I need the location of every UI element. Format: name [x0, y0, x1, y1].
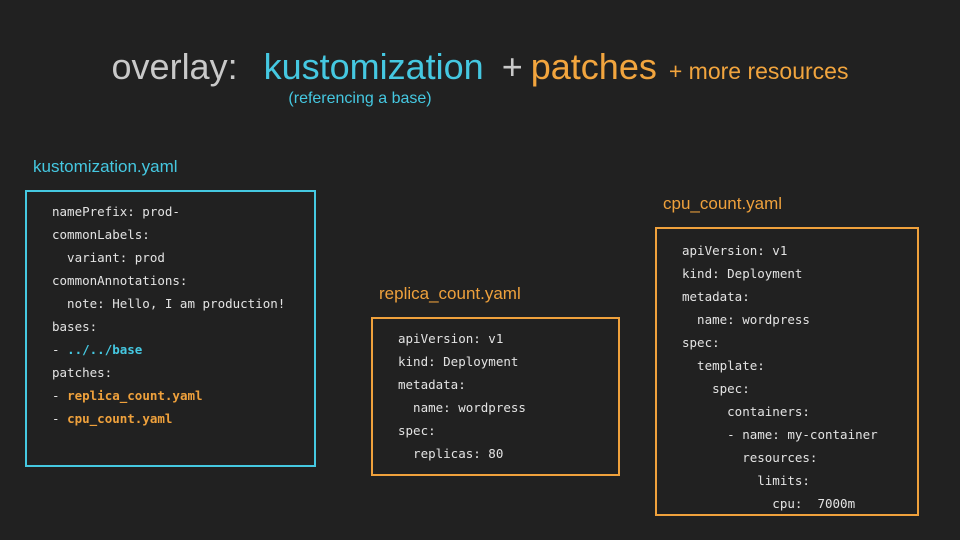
title-subtitle: (referencing a base): [288, 90, 432, 107]
code-line: template:: [682, 354, 911, 377]
code-token: name: wordpress: [682, 312, 810, 327]
code-token-orange-bold: cpu_count.yaml: [67, 411, 173, 426]
code-token: -: [52, 388, 68, 403]
code-token: note: Hello, I am production!: [52, 296, 286, 311]
code-token: kind: Deployment: [682, 266, 803, 281]
code-line: kind: Deployment: [398, 350, 612, 373]
slide-title: overlay: kustomization +patches + more res…: [0, 46, 960, 92]
code-token: metadata:: [682, 289, 750, 304]
code-token: template:: [682, 358, 765, 373]
code-line: - ../../base: [52, 338, 308, 361]
code-token: - name: my-container: [682, 427, 878, 442]
code-line: kind: Deployment: [682, 262, 911, 285]
panel-kustomization-yaml: kustomization.yaml namePrefix: prod-comm…: [25, 156, 316, 467]
code-line: patches:: [52, 361, 308, 384]
code-token: resources:: [682, 450, 818, 465]
code-line: bases:: [52, 315, 308, 338]
code-line: commonAnnotations:: [52, 269, 308, 292]
code-token: commonLabels:: [52, 227, 150, 242]
code-token: apiVersion: v1: [398, 331, 504, 346]
title-patches-term: patches: [530, 46, 657, 87]
code-line: containers:: [682, 400, 911, 423]
title-kustomization-term: kustomization: [263, 46, 484, 87]
code-token: spec:: [398, 423, 436, 438]
code-token: spec:: [682, 381, 750, 396]
code-token: patches:: [52, 365, 113, 380]
code-line: note: Hello, I am production!: [52, 292, 308, 315]
code-token: kind: Deployment: [398, 354, 519, 369]
code-token: name: wordpress: [398, 400, 526, 415]
title-overlay-label: overlay:: [111, 46, 238, 87]
title-plus-sign: +: [501, 46, 523, 87]
code-token: apiVersion: v1: [682, 243, 788, 258]
title-more-resources-term: + more resources: [668, 58, 849, 84]
code-token: namePrefix: prod-: [52, 204, 180, 219]
code-line: apiVersion: v1: [398, 327, 612, 350]
code-line: spec:: [398, 419, 612, 442]
code-token: replicas: 80: [398, 446, 504, 461]
code-line: apiVersion: v1: [682, 239, 911, 262]
code-line: name: wordpress: [398, 396, 612, 419]
code-line: - cpu_count.yaml: [52, 407, 308, 430]
code-line: variant: prod: [52, 246, 308, 269]
code-token-orange-bold: replica_count.yaml: [67, 388, 203, 403]
code-line: name: wordpress: [682, 308, 911, 331]
code-line: replicas: 80: [398, 442, 612, 465]
panel-replica-count-label: replica_count.yaml: [379, 284, 521, 303]
code-token: -: [52, 342, 68, 357]
code-token: commonAnnotations:: [52, 273, 188, 288]
code-line: resources:: [682, 446, 911, 469]
code-line: - replica_count.yaml: [52, 384, 308, 407]
kustomization-code-box: namePrefix: prod-commonLabels: variant: …: [25, 190, 316, 467]
code-token: variant: prod: [52, 250, 165, 265]
panel-replica-count-yaml: replica_count.yaml apiVersion: v1 kind: D…: [371, 283, 620, 476]
code-line: namePrefix: prod-: [52, 200, 308, 223]
code-token-cyan-bold: ../../base: [67, 342, 143, 357]
code-line: limits:: [682, 469, 911, 492]
panel-cpu-count-label: cpu_count.yaml: [663, 194, 783, 213]
panel-cpu-count-yaml: cpu_count.yaml apiVersion: v1 kind: Deplo…: [655, 193, 919, 516]
code-token: bases:: [52, 319, 98, 334]
code-token: containers:: [682, 404, 810, 419]
code-line: metadata:: [398, 373, 612, 396]
code-line: cpu: 7000m: [682, 492, 911, 515]
code-line: spec:: [682, 377, 911, 400]
code-token: -: [52, 411, 68, 426]
code-line: spec:: [682, 331, 911, 354]
code-line: - name: my-container: [682, 423, 911, 446]
code-token: spec:: [682, 335, 720, 350]
code-line: commonLabels:: [52, 223, 308, 246]
code-line: metadata:: [682, 285, 911, 308]
code-token: cpu: 7000m: [682, 496, 856, 511]
code-token: metadata:: [398, 377, 466, 392]
panel-kustomization-label: kustomization.yaml: [33, 157, 178, 176]
code-token: limits:: [682, 473, 810, 488]
